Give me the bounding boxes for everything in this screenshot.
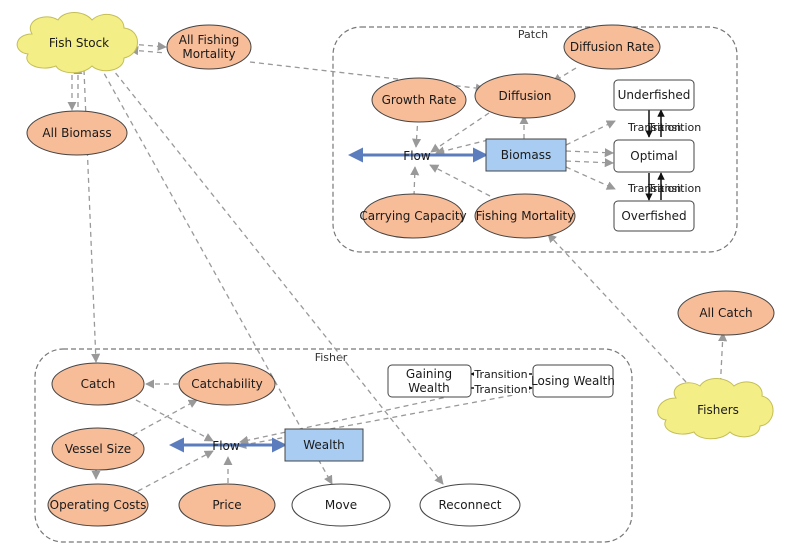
- losing-wealth-label: Losing Wealth: [531, 374, 615, 388]
- link-biomass-transition-bot-1: [565, 158, 614, 168]
- link-fishstock-allfishingmortality: [129, 41, 167, 51]
- diffusion-rate-node[interactable]: Diffusion Rate: [563, 24, 661, 70]
- all-catch-node[interactable]: All Catch: [677, 290, 775, 336]
- link-allfishingmortality-diffusion: [249, 61, 485, 93]
- all-fishing-mortality-label-2: Mortality: [182, 47, 235, 61]
- fishers-node[interactable]: Fishers: [657, 378, 774, 440]
- link-biomass-transition-top-1: [565, 120, 616, 146]
- link-biomass-flow: [435, 139, 489, 156]
- move-label: Move: [325, 498, 357, 512]
- link-fishers-fishingmortality: [547, 233, 687, 383]
- all-biomass-label: All Biomass: [42, 126, 111, 140]
- transition-label-fisher-b: Transition: [473, 383, 527, 396]
- move-node[interactable]: Move: [291, 483, 391, 527]
- gaining-wealth-label-1: Gaining: [406, 367, 452, 381]
- carrying-capacity-label: Carrying Capacity: [359, 209, 466, 223]
- fishing-mortality-label: Fishing Mortality: [476, 209, 575, 223]
- fishing-mortality-node[interactable]: Fishing Mortality: [474, 193, 576, 239]
- optimal-state[interactable]: Optimal: [613, 139, 695, 173]
- patch-transitions: [645, 109, 665, 201]
- transition-label-fisher-a: Transition: [473, 368, 527, 381]
- flow-label-fisher: Flow: [212, 439, 240, 453]
- all-catch-label: All Catch: [699, 306, 752, 320]
- catchability-node[interactable]: Catchability: [178, 362, 276, 406]
- catch-label: Catch: [81, 377, 116, 391]
- link-allfishingmortality-fishstock: [129, 46, 167, 56]
- link-fishstock-reconnect: [109, 65, 444, 485]
- link-fishstock-move: [99, 65, 333, 485]
- all-biomass-node[interactable]: All Biomass: [26, 110, 128, 156]
- price-label: Price: [212, 498, 241, 512]
- all-fishing-mortality-label-1: All Fishing: [179, 33, 239, 47]
- link-gainingwealth-flow: [239, 391, 471, 445]
- operating-costs-node[interactable]: Operating Costs: [47, 483, 149, 527]
- catchability-label: Catchability: [191, 377, 262, 391]
- transition-label-top-a: Transition: [627, 121, 681, 134]
- fishers-label: Fishers: [697, 403, 739, 417]
- growth-rate-node[interactable]: Growth Rate: [371, 77, 467, 123]
- fisher-group-label: Fisher: [315, 351, 348, 364]
- wealth-label: Wealth: [303, 438, 345, 452]
- patch-group-label: Patch: [518, 28, 548, 41]
- cloud-shape: [657, 378, 774, 440]
- link-biomass-transition-top-2: [565, 148, 614, 158]
- fish-stock-node[interactable]: Fish Stock: [16, 12, 138, 74]
- transition-label-top-b: Transition: [647, 121, 701, 134]
- link-vesselsize-catchability: [132, 399, 198, 436]
- optimal-label: Optimal: [630, 149, 677, 163]
- diffusion-label: Diffusion: [499, 89, 552, 103]
- losing-wealth-state[interactable]: Losing Wealth: [531, 364, 615, 398]
- underfished-state[interactable]: Underfished: [613, 79, 695, 111]
- operating-costs-label: Operating Costs: [50, 498, 147, 512]
- link-diffusion-flow: [430, 112, 490, 153]
- growth-rate-label: Growth Rate: [382, 93, 457, 107]
- biomass-label: Biomass: [501, 148, 551, 162]
- catch-node[interactable]: Catch: [51, 362, 145, 406]
- underfished-label: Underfished: [618, 88, 691, 102]
- gaining-wealth-state[interactable]: Gaining Wealth: [387, 364, 472, 398]
- link-losingwealth-flow: [237, 391, 531, 449]
- transition-label-bot-b: Transition: [647, 182, 701, 195]
- transition-label-bot-a: Transition: [627, 182, 681, 195]
- all-fishing-mortality-node[interactable]: All Fishing Mortality: [166, 24, 252, 70]
- reconnect-label: Reconnect: [438, 498, 501, 512]
- diffusion-node[interactable]: Diffusion: [474, 73, 576, 119]
- diffusion-rate-label: Diffusion Rate: [570, 40, 654, 54]
- link-biomass-transition-bot-2: [565, 166, 616, 190]
- fisher-group: [34, 348, 633, 543]
- link-carryingcapacity-flow: [410, 166, 420, 197]
- carrying-capacity-node[interactable]: Carrying Capacity: [359, 193, 467, 239]
- cloud-shape: [16, 12, 138, 74]
- price-node[interactable]: Price: [178, 483, 276, 527]
- vessel-size-label: Vessel Size: [65, 442, 131, 456]
- link-operatingcosts-flow: [137, 450, 214, 492]
- overfished-label: Overfished: [621, 209, 686, 223]
- reconnect-node[interactable]: Reconnect: [419, 483, 521, 527]
- biomass-stock[interactable]: Biomass: [485, 138, 567, 172]
- gaining-wealth-label-2: Wealth: [408, 381, 450, 395]
- wealth-stock[interactable]: Wealth: [284, 428, 364, 462]
- patch-group: [332, 26, 738, 253]
- flow-label-patch: Flow: [403, 149, 431, 163]
- link-catch-flow: [135, 399, 214, 442]
- fish-stock-label: Fish Stock: [49, 36, 109, 50]
- overfished-state[interactable]: Overfished: [613, 200, 695, 232]
- vessel-size-node[interactable]: Vessel Size: [51, 427, 145, 471]
- link-fishingmortality-flow: [429, 164, 491, 197]
